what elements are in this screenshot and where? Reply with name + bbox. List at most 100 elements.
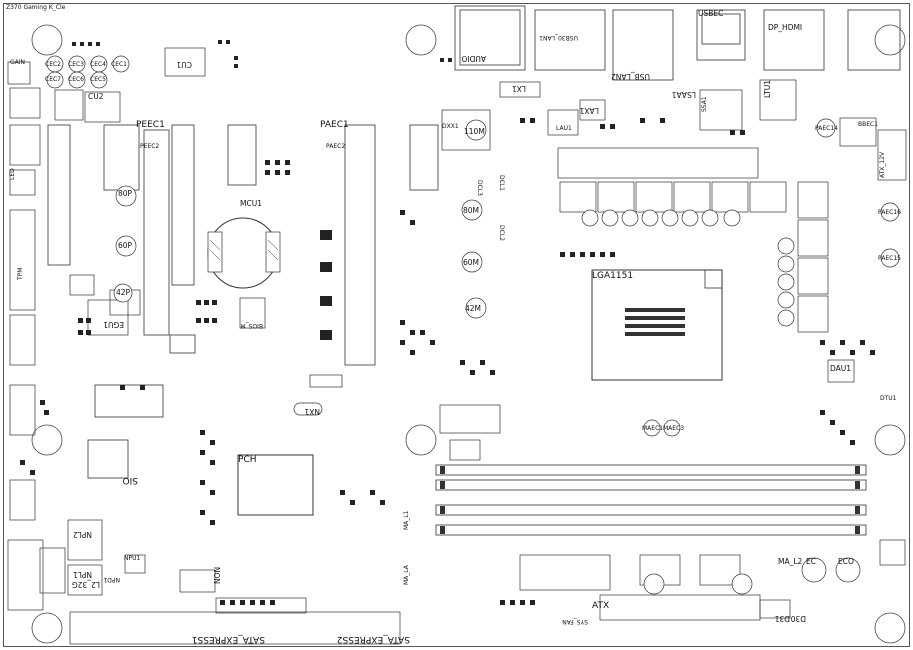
- left-components: [78, 160, 332, 340]
- d31-label: D31: [774, 614, 790, 623]
- usb30-lan1-label: USB30_LAN1: [539, 34, 578, 41]
- mounting-holes: [31, 24, 906, 644]
- ma-la-label: MA_LA: [403, 564, 410, 585]
- bottom-left-headers: [67, 519, 401, 645]
- left-top-caps: [7, 61, 141, 611]
- peec1-label: PEEC1: [136, 120, 165, 130]
- eco-label: ECO: [838, 557, 854, 566]
- file-label: Z370 Gaming K_Cle: [6, 4, 66, 11]
- paec16-label: PAEC16: [878, 209, 901, 216]
- paec14-label: PAEC14: [815, 125, 838, 132]
- paec1-label: PAEC1: [320, 120, 349, 130]
- cu1-dots: [72, 40, 238, 68]
- top-right-components: [699, 79, 907, 181]
- m110-label: 110M: [464, 127, 485, 136]
- paec14-cap: [816, 118, 836, 138]
- rear-io: [454, 5, 901, 81]
- ma-l2-label: MA_L2: [778, 557, 803, 566]
- l2-32g-label: L2_32G: [72, 580, 100, 589]
- atx-label: ATX: [592, 601, 609, 611]
- board-outline: [3, 3, 910, 647]
- dxx1-label: DXX1: [442, 123, 459, 130]
- dcl2-label: DCL2: [498, 225, 505, 241]
- lga-label: LGA1151: [592, 271, 633, 281]
- cu1-chip: [164, 47, 206, 77]
- pch-label: PCH: [238, 455, 256, 465]
- cec4-label: CEC4: [90, 61, 106, 68]
- maec1-label: MAEC1: [642, 425, 663, 432]
- bbec1-label: BBEC1: [858, 121, 878, 128]
- m42-label: 42M: [465, 304, 481, 313]
- p60-label: 60P: [118, 241, 133, 250]
- audio-label: AUDIO: [461, 54, 486, 63]
- cec3-label: CEC3: [68, 61, 84, 68]
- p80-label: 80P: [118, 189, 133, 198]
- cec2-label: CEC2: [45, 61, 61, 68]
- non-label: NON: [213, 567, 222, 584]
- dp-hdmi-label: DP_HDMI: [768, 23, 802, 32]
- dau1-chip: [827, 359, 855, 383]
- npu1-label: NPU1: [124, 555, 140, 562]
- lan-area: [441, 81, 606, 151]
- vrm-caps: [581, 202, 900, 327]
- paec2-label: PAEC2: [326, 143, 345, 150]
- dcl3-label: DCL3: [476, 180, 483, 196]
- sio-label: SIO: [123, 475, 138, 485]
- dimm-notches: [440, 466, 860, 534]
- npl1-label: NPL1: [73, 570, 92, 579]
- bottom-right-components: [519, 539, 906, 621]
- sio-chip: [87, 439, 129, 479]
- cpu-socket: [591, 269, 723, 381]
- cpu-socket-notch: [704, 269, 723, 289]
- ma-l1-label: MA_L1: [403, 510, 410, 530]
- m2-standoffs-mid: [461, 119, 487, 319]
- mcu1-area: [207, 217, 281, 289]
- peec2-label: PEEC2: [140, 143, 159, 150]
- mcu1-label: MCU1: [240, 199, 262, 208]
- sata-express2-label: SATA_EXPRESS2: [337, 634, 410, 644]
- m80-label: 80M: [463, 206, 479, 215]
- sys-fan-label: SYS_FAN: [562, 618, 588, 625]
- nx1-part: [293, 402, 323, 416]
- led-label: LED: [9, 168, 16, 180]
- npd1-label: NPD1: [103, 576, 120, 583]
- ltu1-label: LTU1: [763, 80, 772, 98]
- bottom-right-caps: [643, 557, 861, 595]
- usb-lan2-label: USB_LAN2: [611, 72, 650, 81]
- cpu-center-caps: [625, 308, 685, 336]
- p42-label: 42P: [116, 288, 131, 297]
- usbec-label: USBEC: [698, 9, 723, 18]
- maec3-label: MAEC3: [663, 425, 684, 432]
- dau1-label: DAU1: [830, 364, 851, 373]
- lau1-label: LAU1: [556, 125, 572, 132]
- nx1-label: NX1: [304, 407, 320, 416]
- tpm-label: TPM: [17, 268, 24, 281]
- m2-slot-mid: [309, 374, 501, 461]
- lsaa1-label: LSAA1: [671, 90, 696, 99]
- m60-label: 60M: [463, 258, 479, 267]
- maec-caps: [643, 419, 681, 437]
- cec7-label: CEC7: [45, 76, 61, 83]
- bios-label: BIOS_M: [240, 322, 263, 329]
- cu1-label: CU1: [176, 60, 192, 69]
- npl2-label: NPL2: [73, 530, 92, 539]
- pcie-slots-left: [47, 124, 439, 418]
- dimm-slots: [435, 464, 867, 536]
- paec15-label: PAEC15: [878, 255, 901, 262]
- pch-chip: [237, 454, 314, 516]
- cec6-label: CEC6: [68, 76, 84, 83]
- cu2-label: CU2: [88, 92, 104, 101]
- lx1-label: LX1: [512, 84, 526, 93]
- d30-label: D30: [790, 614, 806, 623]
- cec5-label: CEC5: [90, 76, 106, 83]
- sata-express1-label: SATA_EXPRESS1: [192, 634, 265, 644]
- m2-standoffs-left: [113, 185, 137, 303]
- ec-label: EC: [806, 557, 816, 566]
- ssa1-label: SSA1: [701, 96, 708, 112]
- lax1-label: LAX1: [579, 106, 599, 115]
- bios-chip: [239, 297, 266, 329]
- smd-parts: [20, 58, 875, 605]
- dtu1-label: DTU1: [880, 395, 897, 402]
- gain-label: GAIN: [10, 59, 25, 66]
